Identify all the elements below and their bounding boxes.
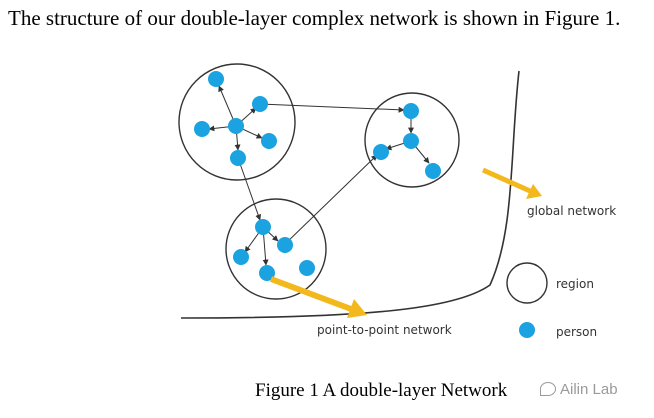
person-node bbox=[299, 260, 315, 276]
global-network-boundary bbox=[180, 70, 520, 319]
person-node bbox=[277, 237, 293, 253]
legend-region-symbol bbox=[506, 262, 548, 304]
edge bbox=[237, 157, 262, 221]
network-edges bbox=[208, 85, 430, 266]
p2p-network-pointer-head bbox=[347, 299, 367, 318]
global-network-pointer-head bbox=[526, 184, 542, 199]
global-network-pointer-shaft bbox=[481, 167, 532, 194]
person-node bbox=[261, 133, 277, 149]
highlight-arrows bbox=[269, 167, 542, 318]
region-circle-bottom bbox=[225, 198, 327, 300]
figure-caption: Figure 1 A double-layer Network bbox=[255, 380, 508, 401]
watermark: Ailin Lab bbox=[540, 381, 618, 398]
person-nodes bbox=[194, 71, 441, 281]
region-circle-top-left bbox=[178, 63, 296, 181]
person-node bbox=[373, 144, 389, 160]
global-network-label: global network bbox=[527, 204, 616, 218]
legend: region person bbox=[506, 262, 597, 339]
region-circle-top-right bbox=[364, 92, 460, 188]
person-node bbox=[403, 133, 419, 149]
edge bbox=[283, 154, 378, 246]
legend-person-label: person bbox=[556, 325, 597, 339]
person-node bbox=[230, 150, 246, 166]
person-node bbox=[255, 219, 271, 235]
person-node bbox=[194, 121, 210, 137]
legend-region-label: region bbox=[556, 277, 594, 291]
legend-person-symbol bbox=[519, 322, 535, 338]
person-node bbox=[403, 103, 419, 119]
edge bbox=[259, 103, 405, 113]
watermark-text: Ailin Lab bbox=[560, 381, 618, 398]
intro-sentence: The structure of our double-layer comple… bbox=[8, 6, 621, 30]
p2p-network-pointer-shaft bbox=[269, 276, 353, 312]
chat-bubble-icon bbox=[540, 382, 556, 396]
person-node bbox=[233, 249, 249, 265]
person-node bbox=[259, 265, 275, 281]
p2p-network-label: point-to-point network bbox=[317, 323, 452, 337]
person-node bbox=[425, 163, 441, 179]
person-node bbox=[252, 96, 268, 112]
person-node bbox=[228, 118, 244, 134]
person-node bbox=[208, 71, 224, 87]
